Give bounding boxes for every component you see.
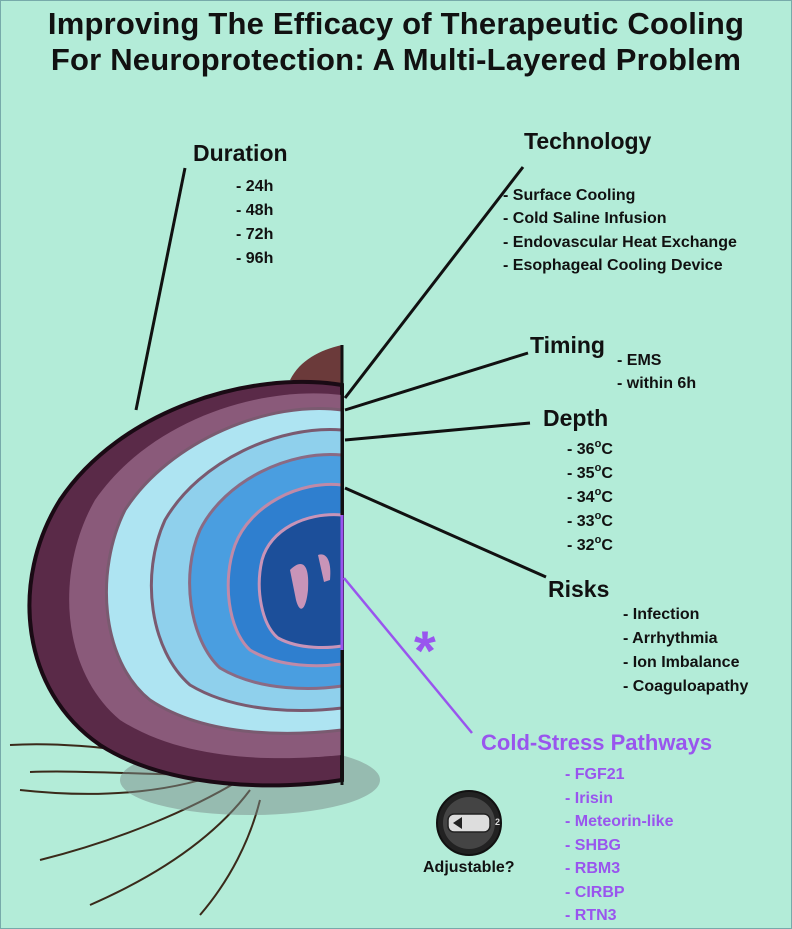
cold-stress-item: - RBM3 [565,860,621,877]
depth-item: - 35oC [567,462,613,482]
depth-pointer-line [344,421,531,442]
depth-item: - 32oC [567,534,613,554]
depth-heading: Depth [543,405,609,431]
duration-item: - 48h [236,202,274,219]
technology-pointer-line [343,166,525,399]
technology-item: - Esophageal Cooling Device [503,257,723,274]
technology-item: - Surface Cooling [503,187,636,204]
timing-heading: Timing [530,332,605,358]
onion-stem [290,345,342,385]
title-line-2: For Neuroprotection: A Multi-Layered Pro… [50,42,742,77]
cold-stress-item: - RTN3 [565,907,617,924]
technology-item: - Endovascular Heat Exchange [503,234,737,251]
timing-pointer-line [344,351,529,412]
depth-item: - 34oC [567,486,613,506]
technology-heading: Technology [524,128,652,154]
cold-stress-item: - Meteorin-like [565,813,674,830]
risks-item: - Coaguloapathy [623,678,749,695]
risks-item: - Ion Imbalance [623,654,740,671]
onion-core-highlight [290,554,331,609]
risks-item: - Arrhythmia [623,630,718,647]
duration-item: - 24h [236,178,274,195]
risks-item: - Infection [623,606,700,623]
timing-item: - EMS [617,352,662,369]
cold-stress-item: - FGF21 [565,766,625,783]
dial-knob-icon [436,790,502,856]
title-line-1: Improving The Efficacy of Therapeutic Co… [47,6,745,41]
risks-pointer-line [344,486,547,579]
risks-heading: Risks [548,576,610,602]
cold-stress-pointer-line [343,577,473,734]
dial-label: Adjustable? [423,859,515,876]
timing-item: - within 6h [617,375,697,392]
dial-tick-label: 2 [495,817,501,827]
cold-stress-item: - SHBG [565,837,621,854]
cold-stress-item: - CIRBP [565,884,625,901]
cold-stress-item: - Irisin [565,790,614,807]
asterisk-marker: * [414,619,436,682]
depth-item: - 33oC [567,510,613,530]
duration-item: - 96h [236,250,274,267]
duration-heading: Duration [193,140,288,166]
technology-item: - Cold Saline Infusion [503,210,667,227]
cold-stress-heading: Cold-Stress Pathways [481,730,713,755]
duration-item: - 72h [236,226,274,243]
depth-item: - 36oC [567,438,613,458]
duration-pointer-line [134,167,187,411]
